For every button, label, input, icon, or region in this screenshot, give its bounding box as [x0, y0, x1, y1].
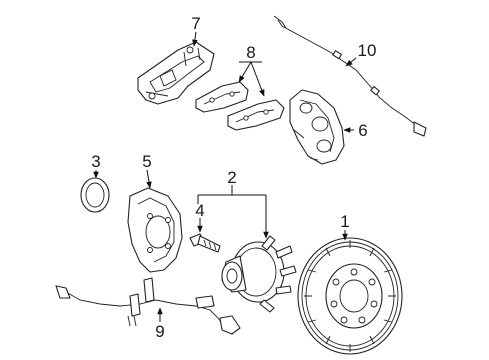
brake-caliper: [289, 89, 345, 165]
callout-10: 10: [358, 41, 377, 60]
callout-3: 3: [91, 152, 100, 171]
oil-seal: [80, 177, 110, 213]
callout-6: 6: [358, 121, 367, 140]
leader-8a: [238, 61, 252, 83]
leader-7: [192, 31, 198, 47]
callout-1: 1: [340, 212, 349, 231]
brake-rotor: [297, 237, 403, 355]
abs-sensor-harness: [55, 277, 241, 335]
hub-bearing-assembly: [221, 235, 297, 313]
callout-5: 5: [142, 152, 151, 171]
callout-9: 9: [155, 322, 164, 341]
brake-wear-sensor: [273, 15, 427, 137]
callout-2: 2: [227, 168, 236, 187]
leader-10: [345, 57, 357, 67]
caliper-bracket: [137, 41, 215, 105]
callout-8: 8: [246, 43, 255, 62]
leader-8b: [250, 61, 265, 97]
callout-4: 4: [195, 201, 204, 220]
splash-shield: [127, 187, 183, 273]
callout-7: 7: [191, 14, 200, 33]
hub-bolt: [189, 233, 221, 253]
leader-5: [146, 169, 152, 189]
brake-pads: [195, 81, 285, 131]
